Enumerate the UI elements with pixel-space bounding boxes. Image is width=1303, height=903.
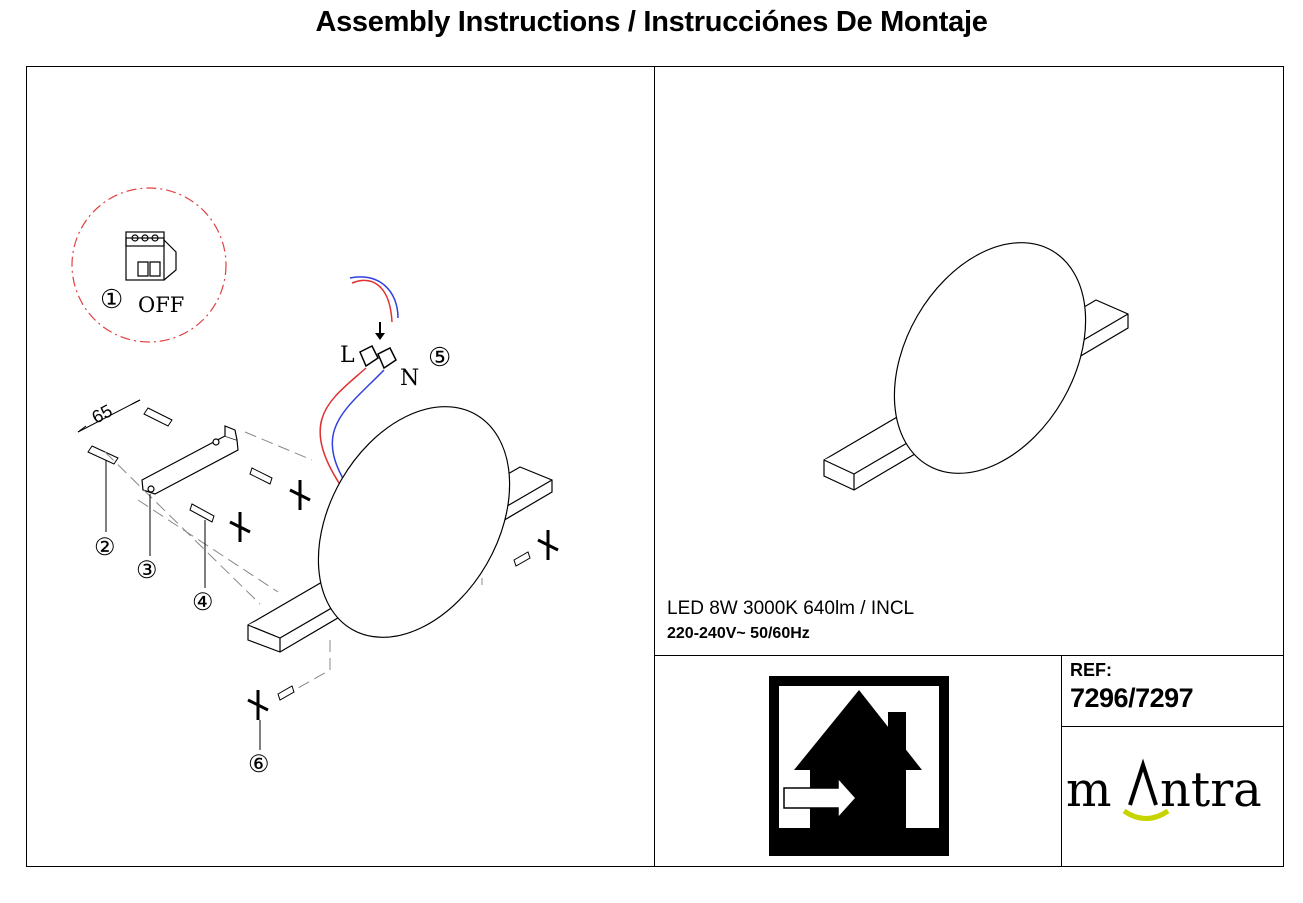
svg-text:ntra: ntra	[1160, 762, 1262, 818]
step-1-power-off: ① OFF	[71, 187, 227, 343]
mantra-logo: m ntra	[1066, 758, 1262, 821]
step-1-text: OFF	[138, 293, 184, 317]
ref-divider	[1061, 655, 1062, 867]
part-6-number: ⑥	[248, 750, 270, 778]
spec-power: LED 8W 3000K 640lm / INCL	[667, 598, 915, 619]
wire-live-label: L	[340, 343, 355, 368]
wall-plug-icon	[87, 407, 173, 465]
instruction-frame	[26, 66, 1284, 867]
part-2-number: ②	[94, 533, 116, 561]
guide-lines	[104, 431, 483, 689]
step-5-number: ⑤	[428, 343, 451, 373]
terminal-block-icon	[359, 344, 397, 370]
part-4-number: ④	[192, 588, 214, 616]
spec-voltage: 220-240V~ 50/60Hz	[667, 625, 810, 642]
dimension-65: 65	[77, 399, 141, 433]
mounting-bracket	[141, 425, 239, 495]
rotate-screwdriver-icon	[229, 480, 559, 720]
dimension-value: 65	[88, 400, 115, 427]
part-3-number: ③	[136, 556, 158, 584]
reference-label: REF:	[1070, 660, 1112, 680]
indoor-use-house-icon	[769, 676, 949, 856]
svg-text:m: m	[1066, 762, 1112, 818]
reference-value: 7296/7297	[1070, 683, 1194, 713]
step-5-wiring: L N ⑤	[319, 276, 451, 493]
footer-divider	[654, 655, 1284, 656]
breaker-switch-icon	[125, 231, 177, 281]
ref-brand-divider	[1061, 726, 1284, 727]
column-divider	[654, 66, 655, 867]
step-1-number: ①	[100, 285, 123, 315]
page-title: Assembly Instructions / Instrucciónes De…	[315, 6, 988, 38]
lamp-assembled	[823, 242, 1129, 491]
wire-neutral-label: N	[400, 366, 419, 391]
part-callouts	[105, 460, 261, 750]
screw-icon	[189, 467, 531, 701]
lamp-exploded	[247, 406, 553, 653]
